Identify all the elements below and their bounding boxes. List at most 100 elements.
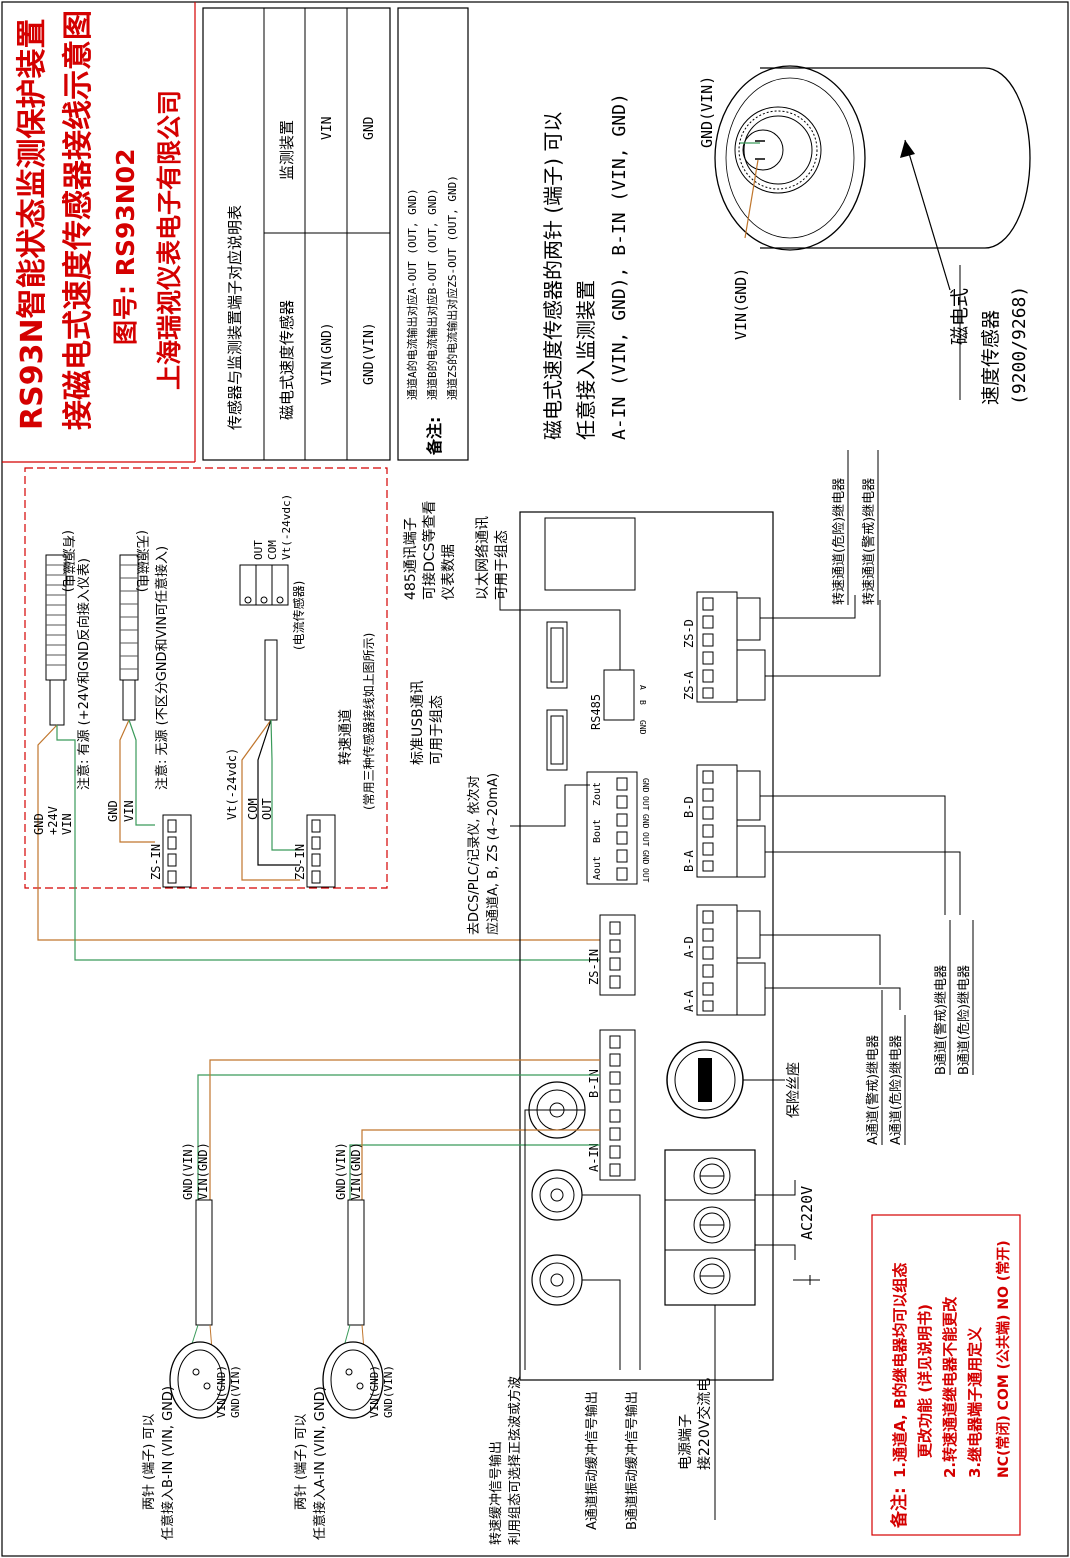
current-pin-com: COM: [266, 540, 279, 560]
table-row1-sensor: VIN(GND): [320, 322, 335, 385]
note-powered: 注意: 有源 (+24V和GND反向接入仪表): [76, 558, 92, 790]
sensor-b-note1: 两针 (端子) 可以: [142, 1414, 157, 1510]
rs485-pin-gnd: GND: [638, 720, 647, 735]
company-name: 上海瑞视仪表电子有限公司: [155, 90, 184, 390]
relay-b-a: B-A: [682, 850, 696, 872]
fuse-label: 保险丝座: [786, 1062, 802, 1118]
current-sensor-label: (电流传感器): [291, 581, 306, 650]
bottom-note-line2: 更改功能 (详见说明书): [916, 1304, 934, 1458]
relay-block-zs: [696, 591, 738, 703]
magnetoelectric-sensor-drawing: GND(VIN) VIN(GND) 磁电式 速度传感器 (9200/9268): [698, 65, 1031, 405]
usb-port-2: [546, 709, 568, 771]
usb-line1: 标准USB通讯: [410, 680, 426, 765]
sensor-name2: 速度传感器: [980, 310, 1002, 405]
power-line2: 接220V交流电: [696, 1378, 713, 1470]
ethernet-line1: 以太网络通讯: [475, 516, 491, 600]
correspondence-table: 传感器与监测装置端子对应说明表 磁电式速度传感器 监测装置 VIN(GND) V…: [202, 7, 391, 461]
bout-label: Bout: [592, 819, 603, 843]
sensor-a-wire1: GND(VIN): [334, 1142, 348, 1200]
out-pin-2: OUT: [641, 796, 650, 811]
com-wire-label: COM: [246, 798, 260, 820]
sensor-b-note2: 任意接入B-IN (VIN, GND): [160, 1386, 176, 1540]
zs-buffer-line2: 利用组态可选择正弦波或方波: [507, 1376, 523, 1545]
wire-label-24v: +24V: [46, 806, 60, 835]
relay-zs-d: ZS-D: [682, 619, 696, 648]
table-col2-header: 监测装置: [278, 120, 296, 180]
sensor-b-wire1: GND(VIN): [181, 1142, 195, 1200]
speed-channel-subtitle: (常用三种传感器接线如上图所示): [361, 633, 376, 810]
rs485-pin-a: A: [638, 685, 647, 690]
device-a-in: A-IN: [587, 1143, 601, 1172]
out-pin-6: OUT: [641, 868, 650, 883]
sensor-label-bottom: VIN(GND): [732, 268, 750, 340]
sensor-b-wiring: GND(VIN) VIN(GND) VIN(GND) GND(VIN) 两针 (…: [142, 1059, 600, 1540]
bottom-note-label: 备注:: [889, 1487, 910, 1529]
remark-line3: 通道ZS的电流输出对应ZS-OUT (OUT, GND): [445, 175, 459, 400]
relay-labels: 转速通道(危险)继电器 转速通道(警戒)继电器 B通道(警戒)继电器 B通道(危…: [832, 450, 974, 1145]
zs-buffer-line1: 转速缓冲信号输出: [488, 1441, 504, 1545]
powered-tag: (有源磁电): [60, 530, 75, 592]
sensor-b-pin-b: GND(VIN): [229, 1365, 242, 1418]
relay-label-zs-danger: 转速通道(危险)继电器: [832, 478, 847, 605]
wire-label-gnd: GND: [32, 813, 46, 835]
rs485-pin-b: B: [638, 700, 647, 705]
dcs-line2: 应通道A, B, ZS (4~20mA): [485, 773, 501, 935]
device-zs-in: ZS-IN: [587, 949, 601, 985]
pin-note: 磁电式速度传感器的两针 (端子) 可以 任意接入监测装置 A-IN (VIN, …: [541, 93, 630, 440]
relay-a-a: A-A: [682, 990, 696, 1012]
usb-line2: 可用于组态: [429, 695, 445, 765]
sensor-a-pin-a: VIN(GND): [368, 1365, 381, 1418]
pin-note-line3: A-IN (VIN, GND), B-IN (VIN, GND): [609, 93, 630, 440]
device-b-in: B-IN: [587, 1069, 601, 1098]
wire-label-vin2: VIN: [122, 800, 136, 822]
table-col1-header: 磁电式速度传感器: [278, 300, 296, 420]
current-pin-out: OUT: [252, 540, 265, 560]
ab-in-terminal: [599, 1029, 636, 1181]
note-passive: 注意: 无源 (不区分GND和VIN可任意接入): [154, 546, 170, 790]
relay-block-a: [696, 904, 738, 1016]
comm485-line2: 可接DCS等查看: [421, 501, 438, 600]
bottom-note-line1: 1.通道A, B的继电器均可以组态: [891, 1263, 909, 1478]
ac220v-label: AC220V: [798, 1186, 816, 1240]
out-pin-5: GND: [641, 850, 650, 865]
sensor-label-top: GND(VIN): [698, 76, 716, 148]
relay-block-b: [696, 764, 738, 878]
out-pin-1: GND: [641, 778, 650, 793]
rs485-terminal: [603, 669, 635, 721]
remark-label: 备注:: [425, 417, 444, 456]
relay-label-b-alarm: B通道(警戒)继电器: [933, 965, 949, 1075]
table-row2-device: GND: [362, 116, 377, 140]
sensor-a-pin-b: GND(VIN): [382, 1365, 395, 1418]
speed-channel-box: (有源磁电) (无源磁电) 注意: 有源 (+24V和GND反向接入仪表) 注意…: [24, 467, 600, 961]
speed-channel-title: 转速通道: [338, 709, 354, 765]
zs-in-terminal: [599, 914, 636, 996]
out-pin-4: OUT: [641, 832, 650, 847]
out-wire-label: OUT: [260, 798, 274, 820]
analog-output-terminal: [586, 771, 638, 885]
vt-wire-label: Vt(-24vdc): [225, 748, 239, 820]
relay-label-a-danger: A通道(危险)继电器: [889, 1035, 904, 1145]
wire-label-vin: VIN: [60, 813, 74, 835]
relay-label-a-alarm: A通道(警戒)继电器: [865, 1035, 881, 1145]
comm485-line3: 仪表数据: [441, 544, 457, 600]
wire-label-gnd2: GND: [106, 800, 120, 822]
ethernet-line2: 可用于组态: [494, 530, 510, 600]
relay-label-zs-alarm: 转速通道(警戒)继电器: [861, 478, 877, 605]
remark-line1: 通道A的电流输出对应A-OUT (OUT, GND): [405, 188, 419, 400]
comm485-line1: 485通讯端子: [403, 517, 419, 600]
sensor-a-note2: 任意接入A-IN (VIN, GND): [312, 1386, 328, 1540]
power-terminal: [664, 1149, 756, 1306]
bnc-a: [531, 1169, 583, 1221]
power-line1: 电源端子: [678, 1414, 694, 1470]
zout-label: Zout: [592, 782, 603, 806]
device-panel: [499, 511, 961, 1381]
title-block: RS93N智能状态监测保护装置 接磁电式速度传感器接线示意图 图号: RS93N…: [2, 2, 196, 463]
table-row2-sensor: GND(VIN): [362, 322, 377, 385]
sensor-b-wire2: VIN(GND): [196, 1142, 210, 1200]
table-heading: 传感器与监测装置端子对应说明表: [226, 205, 244, 430]
passive-tag: (无源磁电): [134, 530, 149, 592]
bottom-note-line3: 2.转速通道继电器不能更改: [941, 1296, 959, 1478]
bnc-b: [531, 1254, 583, 1306]
aout-label: Aout: [592, 856, 603, 880]
